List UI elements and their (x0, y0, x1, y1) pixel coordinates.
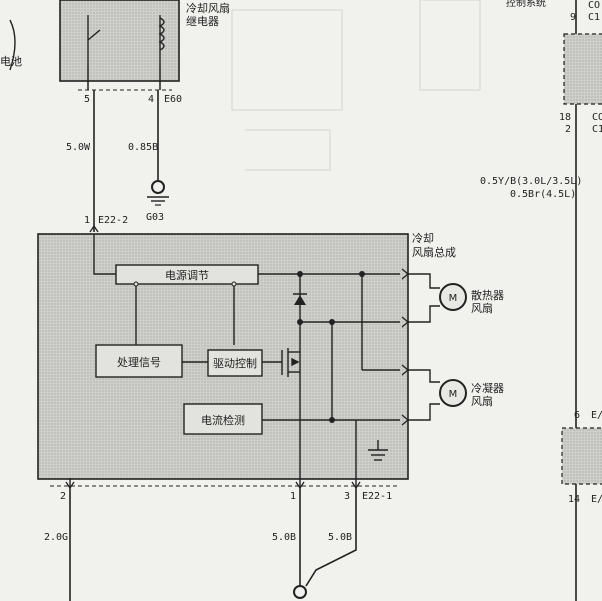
ground-bottom-icon (293, 585, 307, 599)
wire-label-5w: 5.0W (66, 142, 91, 153)
right-conn-c1-top: C1 (588, 12, 600, 23)
block-drive-control (207, 349, 263, 377)
relay-coil (158, 17, 165, 51)
relay-title-line2: 继电器 (186, 15, 219, 28)
radiator-fan-label-line2: 风扇 (471, 301, 493, 315)
wire-label-50b-pin3: 5.0B (328, 532, 352, 543)
relay-pin-5: 5 (84, 94, 90, 105)
block-signal-processing (95, 344, 183, 378)
right-title-partial: 控制系统 (506, 0, 546, 9)
ground-g03 (147, 180, 169, 206)
radiator-motor-symbol: M (449, 293, 458, 304)
block-drive-control-label: 驱动控制 (213, 356, 257, 370)
right-conn-co-mid: CO (592, 112, 602, 123)
condenser-fan-label-line2: 风扇 (471, 394, 493, 408)
right-conn-c1-mid: C1 (592, 124, 602, 135)
right-conn-e-upper: E/ (591, 410, 602, 421)
fan-wiring (408, 273, 440, 421)
right-pin-9: 9 (570, 12, 576, 23)
right-conn-e-lower: E/ (591, 494, 602, 505)
block-power-regulation (115, 264, 259, 285)
right-upper-box (563, 33, 602, 105)
radiator-fan-label-line1: 散热器 (471, 288, 504, 302)
module-internal-ground (368, 440, 388, 461)
module-connector-bottom: E22-1 (362, 491, 392, 502)
radiator-fan-motor-icon (439, 283, 467, 311)
wire-label-085b: 0.85B (128, 142, 158, 153)
wire-label-50b-pin1: 5.0B (272, 532, 296, 543)
battery-label: 电池 (0, 55, 22, 68)
right-lower-box (561, 427, 602, 485)
right-pin-2: 2 (565, 124, 571, 135)
module-title-line1: 冷却 (412, 232, 434, 245)
module-pin-3-bottom: 3 (344, 491, 350, 502)
mosfet-symbol (281, 348, 300, 377)
right-conn-co-top: CO (588, 0, 600, 11)
relay-pin-4: 4 (148, 94, 154, 105)
block-power-regulation-label: 电源调节 (165, 268, 209, 282)
module-pin-1-top: 1 (84, 215, 90, 226)
condenser-fan-motor-icon (439, 379, 467, 407)
relay-box (59, 0, 180, 82)
pin-arrow-top (89, 224, 99, 233)
module-title-line2: 风扇总成 (412, 245, 456, 259)
relay (59, 0, 180, 91)
right-pin-18: 18 (559, 112, 571, 123)
right-pin-14: 14 (568, 494, 580, 505)
relay-connector-label: E60 (164, 94, 182, 105)
module-connector-top: E22-2 (98, 215, 128, 226)
wire-label-05yb: 0.5Y/B(3.0L/3.5L) (480, 176, 582, 187)
diode-symbol (293, 293, 307, 305)
ground-label-g03: G03 (146, 212, 164, 223)
block-current-detection (183, 403, 263, 435)
wire-label-05br: 0.5Br(4.5L) (510, 189, 576, 200)
right-pin-6: 6 (574, 410, 580, 421)
relay-switch-contact (87, 29, 101, 41)
condenser-motor-symbol: M (449, 389, 458, 400)
module-internal-wiring (69, 234, 400, 488)
block-current-detection-label: 电流检测 (201, 413, 245, 427)
module-pin-1-bottom: 1 (290, 491, 296, 502)
condenser-fan-label-line1: 冷凝器 (471, 381, 504, 395)
module-pin-2-bottom: 2 (60, 491, 66, 502)
bottom-pin-arrows (65, 481, 361, 490)
battery-wire (9, 19, 16, 71)
wire-label-20g: 2.0G (44, 532, 68, 543)
relay-title-line1: 冷却风扇 (186, 1, 230, 15)
junction-dots (297, 271, 365, 423)
bottom-wires (69, 488, 357, 601)
block-signal-processing-label: 处理信号 (117, 356, 161, 369)
